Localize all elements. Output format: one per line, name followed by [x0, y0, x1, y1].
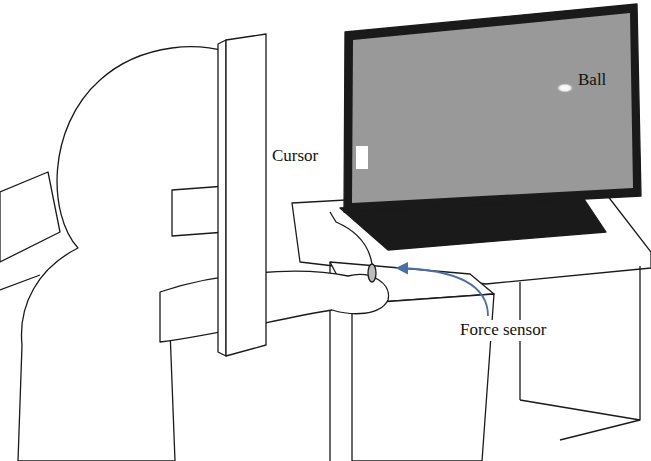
person-silhouette [18, 47, 240, 461]
monitor-screen [352, 13, 633, 203]
force-sensor-knob [368, 264, 376, 282]
rotation-arrow [398, 268, 488, 316]
monitor-table-leg [519, 282, 520, 400]
monitor-frame [344, 4, 641, 212]
figure-label: Force sensor [458, 320, 548, 341]
divider-panel [226, 34, 266, 356]
sensor-wire [330, 212, 372, 264]
figure-label: Ball [576, 70, 608, 91]
person-arm [160, 271, 389, 342]
chair-back [0, 172, 60, 262]
monitor-table-edge [520, 400, 640, 420]
divider-side [218, 40, 226, 356]
ball [556, 83, 574, 93]
figure-label: Cursor [270, 146, 320, 167]
cursor-paddle [356, 146, 368, 169]
